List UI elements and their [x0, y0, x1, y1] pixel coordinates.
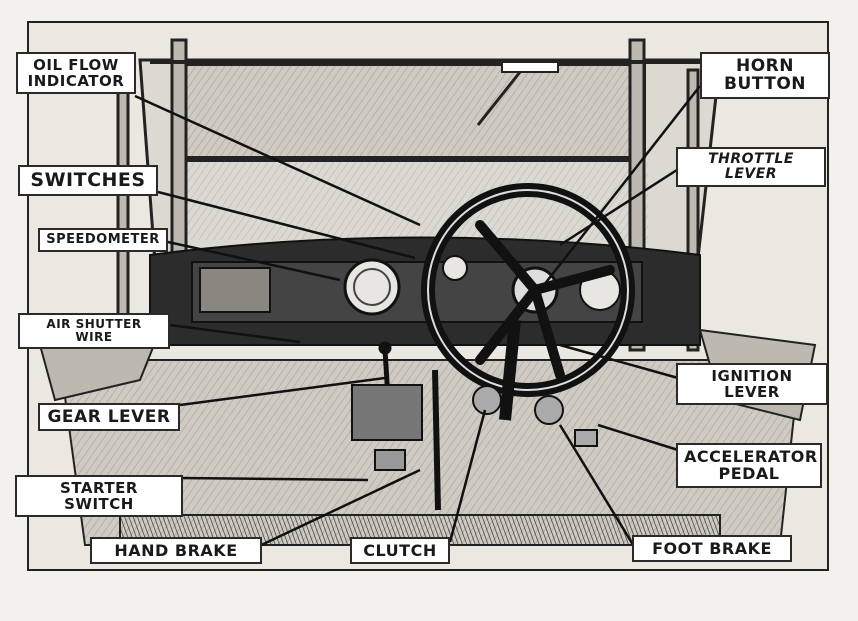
label-hand-brake: HAND BRAKE	[90, 537, 262, 565]
label-speedometer: SPEEDOMETER	[38, 228, 168, 253]
label-ignition-lever: IGNITION LEVER	[676, 363, 828, 406]
steering-wheel	[421, 183, 635, 421]
label-horn-button: HORN BUTTON	[700, 52, 830, 99]
label-oil-flow-indicator: OIL FLOW INDICATOR	[16, 52, 136, 95]
label-accelerator-pedal: ACCELERATOR PEDAL	[676, 443, 822, 488]
label-clutch: CLUTCH	[350, 537, 450, 565]
label-air-shutter-wire: AIR SHUTTER WIRE	[18, 313, 170, 349]
label-foot-brake: FOOT BRAKE	[632, 535, 792, 563]
leader-lines	[134, 85, 701, 550]
pedals	[472, 385, 598, 447]
floor	[38, 328, 817, 546]
rearview-mirror	[476, 61, 559, 126]
label-switches: SWITCHES	[18, 165, 158, 196]
label-starter-switch: STARTER SWITCH	[15, 475, 183, 518]
label-gear-lever: GEAR LEVER	[38, 403, 180, 432]
speedometer-dial	[343, 258, 401, 316]
gear-lever-and-hand-brake	[351, 341, 441, 511]
label-throttle-lever: THROTTLE LEVER	[676, 147, 826, 188]
